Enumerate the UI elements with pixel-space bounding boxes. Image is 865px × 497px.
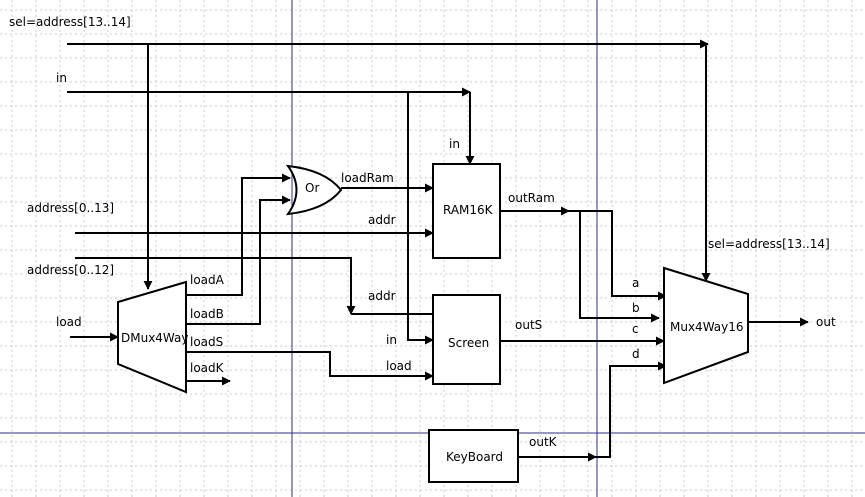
out-label: out	[816, 315, 836, 329]
loadK-label: loadK	[190, 361, 225, 375]
address-0-13-label: address[0..13]	[27, 201, 114, 215]
components: DMux4Way Or RAM16K Screen KeyBoard Mux4W…	[117, 163, 749, 483]
mux-block[interactable]	[663, 266, 749, 385]
outRam-label: outRam	[508, 191, 555, 205]
screen-load-label: load	[386, 359, 412, 373]
outK-label: outK	[529, 435, 558, 449]
outRam-to-a-wire	[567, 210, 667, 301]
keyboard-block[interactable]	[428, 429, 519, 483]
load-label: load	[56, 315, 82, 329]
loadA-label: loadA	[190, 273, 225, 287]
wires	[67, 39, 809, 462]
outK-to-d-wire	[596, 361, 667, 458]
outS-label: outS	[515, 318, 542, 332]
mux-label: Mux4Way16	[670, 320, 744, 334]
mux-c-label: c	[632, 322, 639, 336]
sel-mux-label: sel=address[13..14]	[708, 237, 830, 251]
loadS-wire	[186, 351, 434, 381]
ram-in-label: in	[449, 137, 460, 151]
ram16k-block[interactable]	[432, 163, 501, 259]
loadS-label: loadS	[190, 335, 223, 349]
ram16k-label: RAM16K	[443, 203, 494, 217]
screen-addr-label: addr	[368, 289, 396, 303]
outRam-to-b-wire	[579, 211, 660, 323]
mux-d-label: d	[632, 347, 640, 361]
screen-block[interactable]	[432, 294, 501, 385]
mux-a-label: a	[632, 276, 639, 290]
loadRam-label: loadRam	[341, 171, 394, 185]
or-gate-label: Or	[305, 181, 319, 195]
loadB-wire	[186, 195, 291, 325]
in-top-label: in	[56, 71, 67, 85]
in-to-screen-wire	[407, 92, 434, 345]
mux-b-label: b	[632, 301, 640, 315]
screen-label: Screen	[448, 336, 489, 350]
keyboard-label: KeyBoard	[446, 450, 503, 464]
address12-to-screen-wire	[75, 257, 356, 315]
loadB-label: loadB	[190, 307, 224, 321]
or-gate[interactable]	[285, 164, 343, 216]
sel-top-label: sel=address[13..14]	[9, 15, 131, 29]
labels: sel=address[13..14] in address[0..13] ad…	[9, 15, 836, 449]
loadA-wire	[186, 173, 291, 296]
dmux-label: DMux4Way	[121, 331, 189, 345]
ram-addr-label: addr	[368, 213, 396, 227]
screen-in-label: in	[386, 333, 397, 347]
dmux-block[interactable]	[117, 280, 187, 394]
address-0-12-label: address[0..12]	[27, 263, 114, 277]
